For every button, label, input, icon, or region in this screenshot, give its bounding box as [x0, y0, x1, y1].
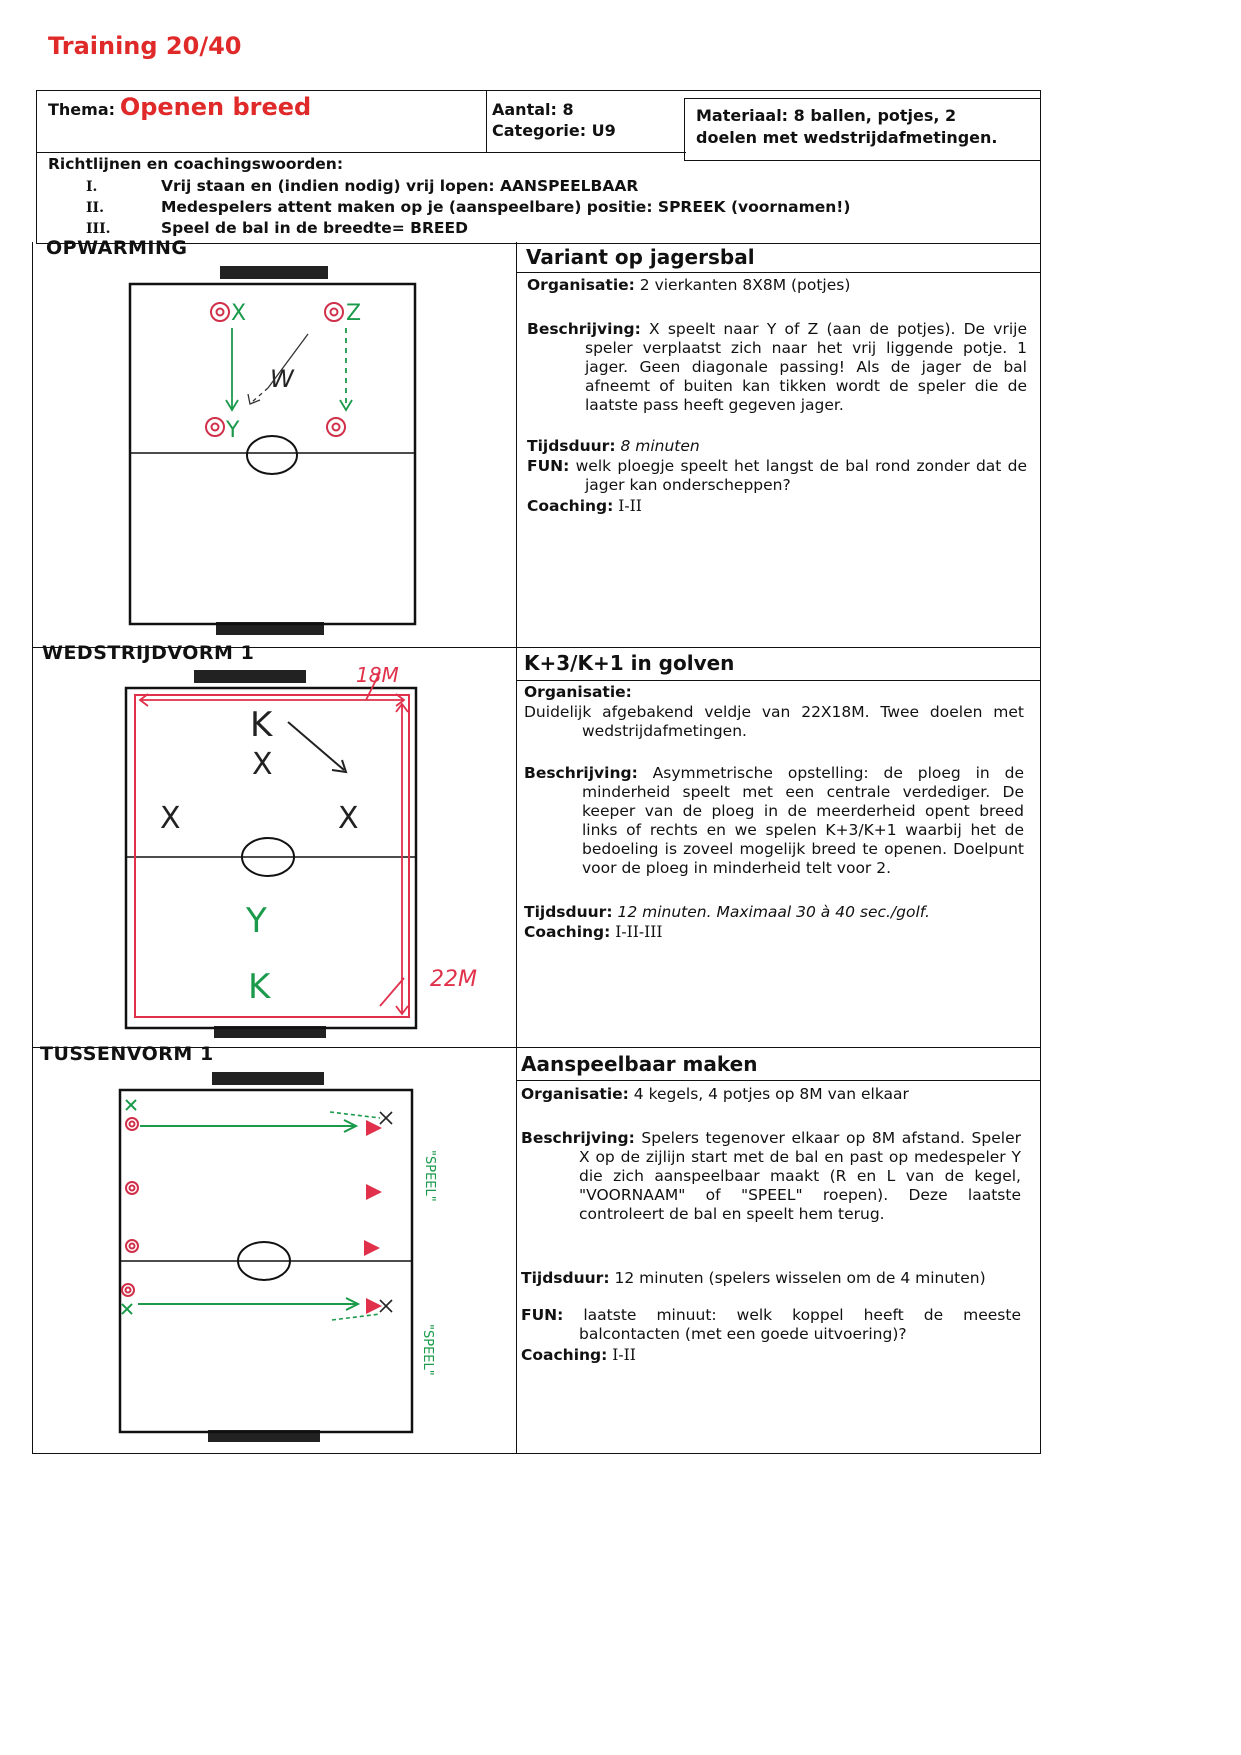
diagram-tussenvorm: "SPEEL" "SPEEL" — [118, 1072, 437, 1442]
goal-top — [194, 670, 306, 683]
coach-text-2: Coaching: I-II-III — [524, 923, 663, 941]
categorie: Categorie: U9 — [492, 121, 616, 140]
dur-text-3: Tijdsduur: 12 minuten (spelers wisselen … — [521, 1269, 986, 1287]
materiaal-line2: doelen met wedstrijdafmetingen. — [696, 128, 998, 147]
diagram-wedstrijdvorm: 18M 22M K X X X Y K — [124, 663, 477, 1038]
center-circle — [246, 435, 298, 475]
pitch-outline — [124, 686, 418, 1030]
guideline-2: II.Medespelers attent maken op je (aansp… — [86, 198, 851, 216]
attacker-x-right: X — [338, 801, 359, 836]
guideline-num: I. — [86, 179, 98, 195]
keeper-top: K — [250, 705, 274, 745]
attacker-x-left: X — [160, 801, 181, 836]
goal-top — [212, 1072, 324, 1085]
page-title: Training 20/40 — [48, 32, 242, 60]
guidelines-title: Richtlijnen en coachingswoorden: — [48, 155, 344, 173]
guideline-3: III.Speel de bal in de breedte= BREED — [86, 219, 468, 237]
center-circle — [241, 837, 295, 877]
guideline-1: I.Vrij staan en (indien nodig) vrij lope… — [86, 177, 639, 195]
guideline-num: II. — [86, 200, 104, 216]
pitch-outline — [128, 282, 417, 626]
coach-text-3: Coaching: I-II — [521, 1346, 636, 1364]
org-text-2: Organisatie: — [524, 683, 632, 701]
keeper-bottom: K — [248, 967, 272, 1007]
exercise-title-3: Aanspeelbaar maken — [521, 1052, 758, 1076]
dur-text-2: Tijdsduur: 12 minuten. Maximaal 30 à 40 … — [524, 903, 930, 921]
defender-x: X — [252, 747, 273, 782]
org-text-1: Organisatie: 2 vierkanten 8X8M (potjes) — [527, 276, 851, 294]
speel-label-1: "SPEEL" — [422, 1150, 437, 1202]
org-text-2-body: Duidelijk afgebakend veldje van 22X18M. … — [524, 703, 1024, 740]
diagram-opwarming: X Z Y W — [128, 266, 417, 635]
desc-text-1: Beschrijving: X speelt naar Y of Z (aan … — [527, 320, 1027, 414]
fun-text-3: FUN: laatste minuut: welk koppel heeft d… — [521, 1306, 1021, 1343]
desc-text-3: Beschrijving: Spelers tegenover elkaar o… — [521, 1129, 1021, 1223]
kegel-icon — [364, 1120, 382, 1314]
section-label-wedstrijdvorm: WEDSTRIJDVORM 1 — [42, 642, 255, 664]
desc-text-2: Beschrijving: Asymmetrische opstelling: … — [524, 764, 1024, 877]
materiaal-line1: Materiaal: 8 ballen, potjes, 2 — [696, 106, 957, 125]
dur-text-1: Tijdsduur: 8 minuten — [527, 437, 700, 455]
player-z: Z — [346, 301, 361, 326]
guideline-num: III. — [86, 221, 111, 237]
goal-top — [220, 266, 328, 279]
cone-icon — [121, 1117, 139, 1297]
section-label-tussenvorm: TUSSENVORM 1 — [40, 1043, 214, 1065]
exercise-title-2: K+3/K+1 in golven — [524, 651, 735, 675]
player-y: Y — [245, 901, 267, 941]
header-table — [36, 90, 1041, 244]
center-circle — [237, 1241, 291, 1281]
thema-label: Thema: — [48, 100, 116, 119]
cone-icon — [205, 302, 346, 437]
field-boundary — [134, 694, 410, 1018]
org-text-3: Organisatie: 4 kegels, 4 potjes op 8M va… — [521, 1085, 909, 1103]
label-22m: 22M — [430, 967, 477, 992]
speel-label-2: "SPEEL" — [420, 1324, 435, 1376]
fun-text-1: FUN: welk ploegje speelt het langst de b… — [527, 457, 1027, 494]
player-y: Y — [225, 418, 240, 443]
thema: Thema: Openen breed — [48, 95, 311, 120]
coach-text-1: Coaching: I-II — [527, 497, 642, 515]
player-x: X — [231, 301, 246, 326]
aantal: Aantal: 8 — [492, 100, 574, 119]
thema-value: Openen breed — [119, 93, 312, 121]
label-18m: 18M — [356, 663, 399, 687]
exercise-table — [32, 242, 1041, 1454]
section-label-opwarming: OPWARMING — [46, 237, 188, 259]
exercise-title-1: Variant op jagersbal — [526, 245, 755, 269]
